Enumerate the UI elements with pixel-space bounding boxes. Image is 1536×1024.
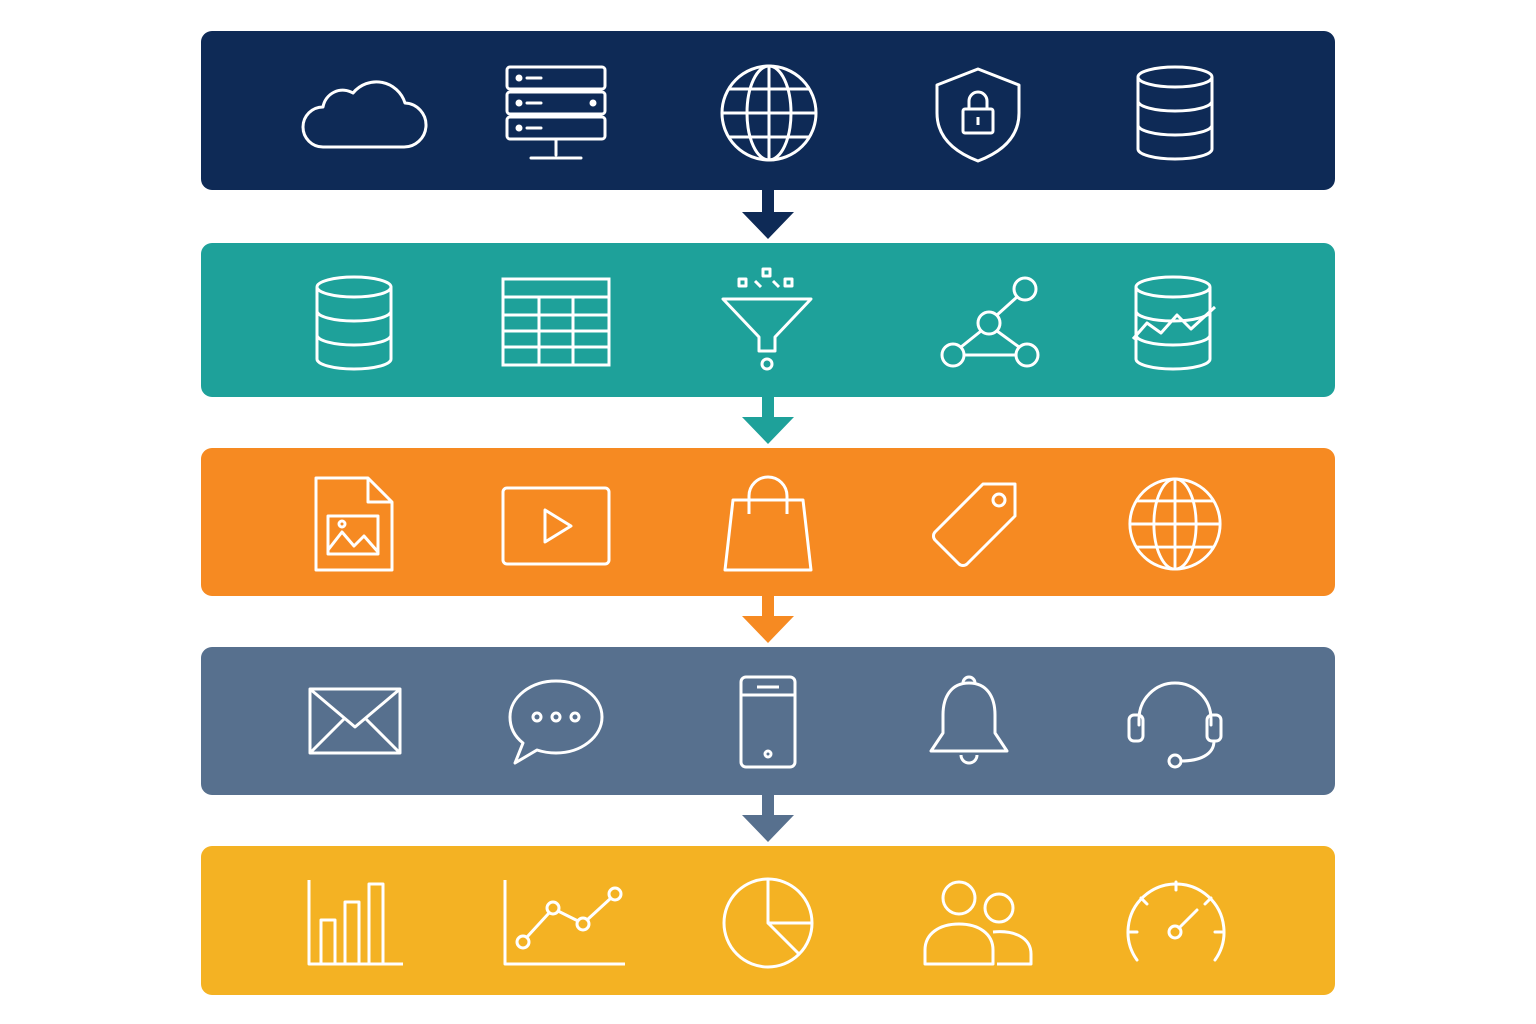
connector-arrow-1 [742,190,794,240]
users-icon [923,880,1033,966]
globe-icon [1128,477,1222,571]
layer-1-band [201,31,1335,190]
chat-bubble-icon [508,679,604,765]
table-grid-icon [501,277,611,367]
shield-lock-icon [935,67,1021,163]
layer-2-band [201,243,1335,397]
network-graph-icon [940,276,1040,368]
bell-icon [929,675,1009,765]
pie-chart-icon [722,877,814,969]
speedometer-icon [1126,880,1226,962]
smartphone-icon [739,675,797,769]
globe-icon [720,64,818,162]
bar-chart-icon [307,880,403,966]
line-chart-icon [503,880,625,966]
headset-icon [1127,681,1223,769]
layer-5-band [201,846,1335,995]
video-play-icon [501,486,611,566]
price-tag-icon [932,482,1017,567]
database-icon [315,275,393,371]
connector-arrow-4 [742,795,794,843]
mail-icon [308,687,402,755]
filter-funnel-icon [721,267,813,371]
server-rack-icon [505,65,607,160]
connector-arrow-2 [742,397,794,445]
connector-arrow-3 [742,596,794,644]
image-file-icon [314,476,394,572]
layer-3-band [201,448,1335,596]
database-icon [1136,65,1214,161]
database-chart-icon [1131,275,1217,371]
cloud-icon [301,80,428,149]
shopping-bag-icon [723,475,813,572]
layer-4-band [201,647,1335,795]
